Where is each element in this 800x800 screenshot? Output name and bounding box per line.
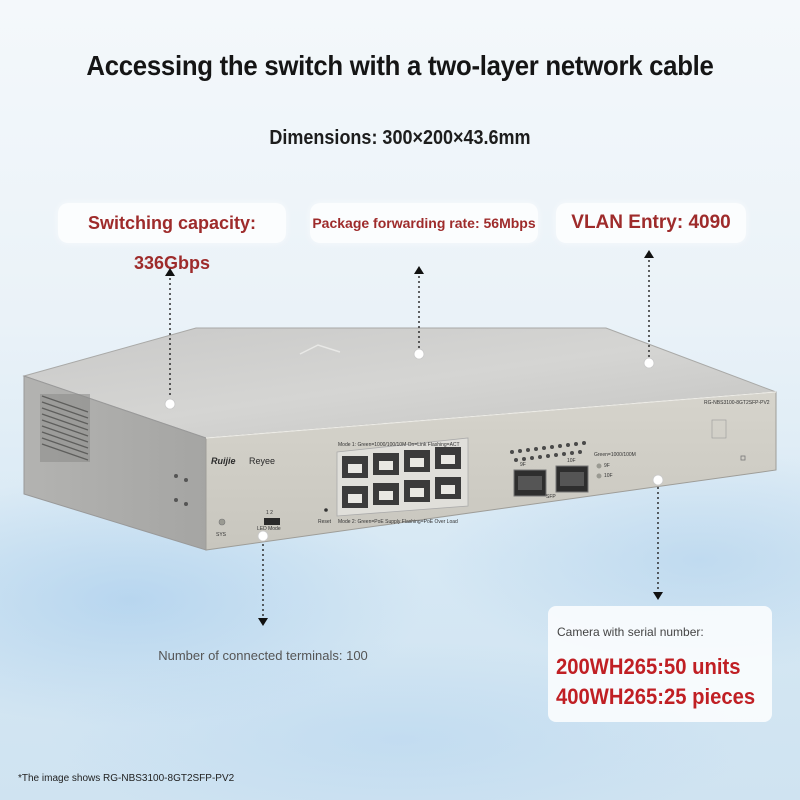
callout-arrowheads [165, 250, 663, 626]
camera-capacity-200wh: 200WH265:50 units [556, 654, 741, 679]
camera-capacity-card: Camera with serial number: 200WH265:50 u… [548, 606, 772, 722]
vlan-entry-label: VLAN Entry: 4090 [556, 203, 746, 243]
page-title: Accessing the switch with a two-layer ne… [86, 50, 714, 81]
sfp-port-10-label: 10F [567, 458, 576, 464]
sfp-port-9-label: 9F [520, 462, 526, 468]
dimensions-label: Dimensions: 300×200×43.6mm [269, 127, 531, 149]
brand-logo-reyee: Reyee [249, 456, 276, 466]
reset-label: Reset [318, 519, 332, 525]
callout-lines [169, 260, 659, 616]
led-mode-label: LED Mode [257, 526, 281, 532]
brand-logo-ruijie: Ruijie [211, 456, 236, 466]
sfp-vent-dots [510, 441, 586, 462]
model-label: RG-NBS3100-8GT2SFP-PV2 [704, 400, 770, 406]
port-legend-bottom: Mode 2: Green=PoE Supply Flashing=PoE Ov… [338, 519, 458, 525]
rj45-port-block [336, 437, 469, 517]
model-footnote: *The image shows RG-NBS3100-8GT2SFP-PV2 [18, 773, 235, 784]
sfp-led-10-label: 10F [604, 473, 613, 479]
sfp-legend: Green=1000/100M [594, 452, 636, 458]
camera-capacity-heading: Camera with serial number: [557, 625, 704, 639]
camera-capacity-400wh: 400WH265:25 pieces [556, 684, 756, 709]
sfp-label: SFP [546, 494, 556, 500]
port-legend-top: Mode 1: Green=1000/100/10M On=Link Flash… [338, 442, 460, 448]
callout-anchor-dots [164, 348, 664, 542]
sfp-led-9-label: 9F [604, 463, 610, 469]
forwarding-rate-label: Package forwarding rate: 56Mbps [310, 203, 538, 243]
sfp-ports [513, 465, 589, 497]
connected-terminals-label: Number of connected terminals: 100 [158, 648, 368, 663]
led-mode-positions: 1 2 [266, 510, 273, 516]
switching-capacity-label: Switching capacity: 336Gbps [58, 203, 286, 273]
sys-label: SYS [216, 532, 227, 538]
